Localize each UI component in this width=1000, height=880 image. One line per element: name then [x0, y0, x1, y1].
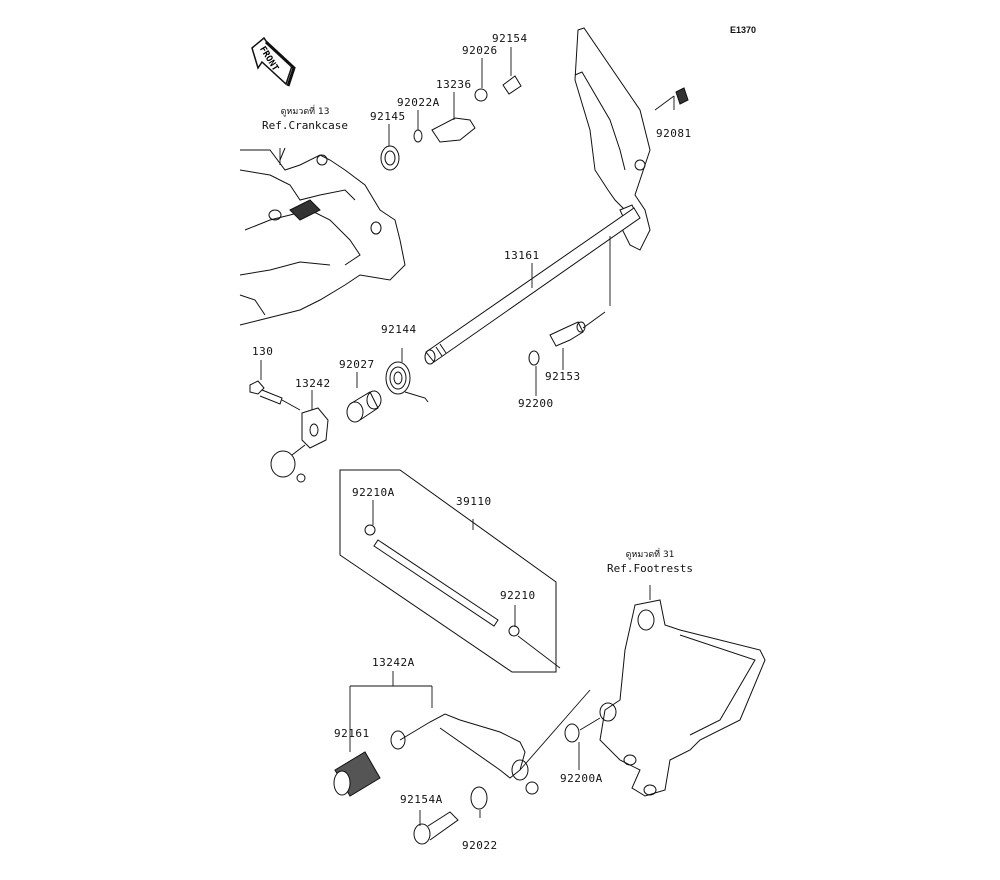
part-label-92153[interactable]: 92153 — [545, 370, 581, 383]
part-label-130[interactable]: 130 — [252, 345, 274, 358]
return-spring-part — [385, 361, 429, 403]
washer-92200-part — [528, 350, 540, 366]
diagram-code: E1370 — [730, 25, 757, 35]
crankcase-part — [239, 147, 406, 326]
part-label-92210[interactable]: 92210 — [500, 589, 536, 602]
part-label-92145[interactable]: 92145 — [370, 110, 406, 123]
part-label-92022A[interactable]: 92022A — [397, 96, 440, 109]
part-label-92154[interactable]: 92154 — [492, 32, 528, 45]
ref-footrests-text[interactable]: Ref.Footrests — [606, 562, 694, 575]
part-label-92027[interactable]: 92027 — [339, 358, 375, 371]
shift-pedal-part — [390, 713, 539, 795]
part-label-13242A[interactable]: 13242A — [372, 656, 415, 669]
part-label-92144[interactable]: 92144 — [381, 323, 417, 336]
ref-footrests: ดูหมวดที่ 31 Ref.Footrests — [595, 549, 705, 575]
ref-footrests-thai: ดูหมวดที่ 31 — [625, 550, 675, 560]
leader-lines — [260, 47, 675, 826]
bolt-92154A-part — [413, 811, 459, 845]
bolt-130-part — [249, 380, 301, 411]
part-label-13242[interactable]: 13242 — [295, 377, 331, 390]
washer-92200A-part — [564, 723, 580, 743]
footrest-bracket-part — [599, 599, 766, 797]
part-label-92154A[interactable]: 92154A — [400, 793, 443, 806]
part-label-92081[interactable]: 92081 — [656, 127, 692, 140]
part-label-39110[interactable]: 39110 — [456, 495, 492, 508]
collar-part — [346, 390, 382, 423]
shift-shaft-part — [424, 207, 641, 365]
pin-92081-part — [675, 87, 689, 105]
ref-crankcase-text[interactable]: Ref.Crankcase — [261, 119, 349, 132]
part-label-92200[interactable]: 92200 — [518, 397, 554, 410]
part-label-92026[interactable]: 92026 — [462, 44, 498, 57]
pedal-rubber-part — [333, 751, 381, 797]
part-label-92022[interactable]: 92022 — [462, 839, 498, 852]
ref-crankcase: ดูหมวดที่ 13 Ref.Crankcase — [250, 106, 360, 132]
front-arrow-icon — [251, 36, 296, 87]
shift-lever-13242-part — [270, 407, 329, 483]
part-label-13161[interactable]: 13161 — [504, 249, 540, 262]
part-label-92210A[interactable]: 92210A — [352, 486, 395, 499]
bolt-92153-part — [549, 311, 606, 347]
tie-rod-outline — [339, 469, 557, 673]
ref-crankcase-thai: ดูหมวดที่ 13 — [280, 107, 330, 117]
part-label-13236[interactable]: 13236 — [436, 78, 472, 91]
washer-92022-part — [470, 786, 488, 810]
part-label-92161[interactable]: 92161 — [334, 727, 370, 740]
part-label-92200A[interactable]: 92200A — [560, 772, 603, 785]
top-small-parts — [380, 75, 522, 171]
